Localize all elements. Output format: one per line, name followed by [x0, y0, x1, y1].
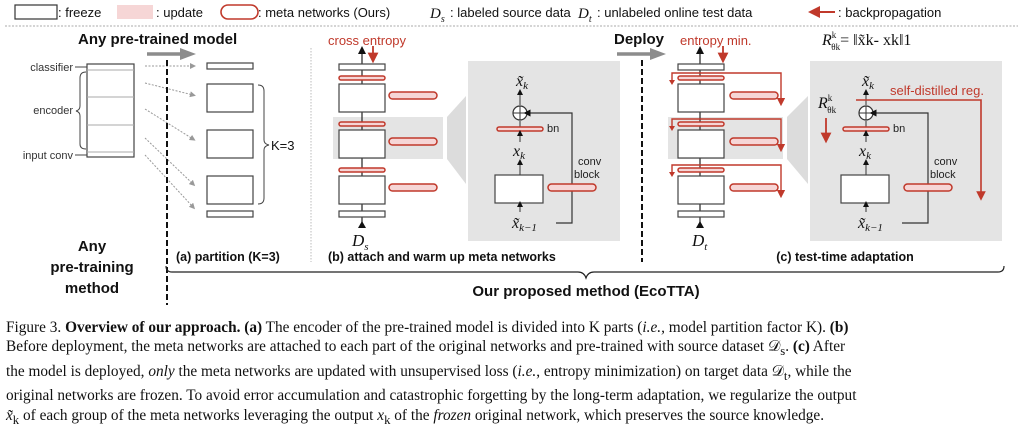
bn-label: bn	[547, 123, 559, 135]
pretraining-method-line2: pre-training	[50, 259, 133, 276]
encoder-part-3	[206, 175, 254, 205]
cross-entropy-label: cross entropy	[328, 33, 407, 48]
detail-box	[468, 61, 620, 241]
panel-a-caption: (a) partition (K=3)	[176, 250, 280, 264]
svg-text:x̃k: x̃k	[861, 73, 875, 92]
ds-input-label: Ds	[351, 231, 369, 253]
encoder-label: encoder	[33, 105, 73, 117]
deploy-label: Deploy	[614, 31, 665, 48]
panel-b-detail: x̃k bn xk x̃k−1 conv block	[494, 73, 602, 234]
caption-line-5: x̃k of each group of the meta networks l…	[6, 406, 825, 427]
update-swatch	[117, 5, 153, 19]
svg-text:block: block	[930, 169, 956, 181]
freeze-swatch	[14, 4, 58, 20]
caption-line-1: Figure 3. Overview of our approach. (a) …	[6, 319, 849, 336]
meta-bn-3	[338, 167, 386, 173]
caption-line-3: the model is deployed, only the meta net…	[6, 362, 852, 383]
detail-box-c	[810, 61, 1002, 241]
xk-tilde-out: x̃k	[515, 73, 529, 92]
detail-meta-bn	[496, 126, 544, 132]
pretraining-method-line3: method	[65, 280, 119, 297]
network-column	[86, 63, 135, 158]
panel-b-caption: (b) attach and warm up meta networks	[328, 250, 556, 264]
detail-meta-conv	[547, 183, 597, 192]
encoder-part-2	[206, 129, 254, 159]
panel-c-caption: (c) test-time adaptation	[776, 250, 914, 264]
svg-text:xk: xk	[858, 143, 872, 162]
k-label: K=3	[271, 138, 295, 153]
caption-line-2: Before deployment, the meta networks are…	[6, 338, 846, 359]
dt-symbol: Dt	[577, 6, 592, 25]
method-brace	[165, 265, 1005, 280]
meta-conv-2	[388, 137, 438, 146]
zoom-trapezoid	[447, 96, 466, 184]
meta-conv-3	[388, 183, 438, 192]
self-distilled-label: self-distilled reg.	[890, 83, 984, 98]
svg-text:x̃k−1: x̃k−1	[857, 215, 883, 234]
dt-label: : unlabeled online test data	[597, 5, 753, 20]
svg-text:bn: bn	[893, 123, 905, 135]
meta-bn-1	[338, 75, 386, 81]
input-conv-label: input conv	[23, 150, 74, 162]
ds-symbol: Ds	[429, 6, 445, 25]
pretrained-title: Any pre-trained model	[78, 31, 237, 48]
pretraining-method-line1: Any	[78, 238, 107, 255]
svg-text:conv: conv	[934, 156, 958, 168]
freeze-label: : freeze	[58, 5, 101, 20]
panel-b-warmup: cross entropy Ds x̃k bn x	[328, 33, 620, 264]
ds-label: : labeled source data	[450, 5, 571, 20]
dt-input-label: Dt	[691, 231, 708, 253]
classifier-block	[206, 62, 254, 70]
figure-diagram: : freeze : update : meta networks (Ours)…	[5, 4, 1018, 305]
meta-conv-1	[388, 91, 438, 100]
meta-swatch	[220, 4, 259, 20]
update-label: : update	[156, 5, 203, 20]
pretrained-model-panel: Any pre-trained model classifier encoder…	[23, 31, 237, 297]
backprop-label: : backpropagation	[838, 5, 941, 20]
xk-mid: xk	[512, 143, 526, 162]
encoder-part-1	[206, 83, 254, 113]
entropy-min-label: entropy min.	[680, 33, 752, 48]
caption-line-4: original networks are frozen. To avoid e…	[6, 387, 857, 405]
legend: : freeze : update : meta networks (Ours)…	[5, 4, 1018, 27]
meta-bn-2	[338, 121, 386, 127]
meta-label: : meta networks (Ours)	[258, 5, 390, 20]
input-conv-block	[206, 210, 254, 218]
figure-caption: Figure 3. Overview of our approach. (a) …	[6, 318, 1018, 430]
panel-a-partition: K=3 (a) partition (K=3)	[176, 62, 295, 264]
method-label: Our proposed method (EcoTTA)	[472, 283, 699, 300]
xk-1-in: x̃k−1	[511, 215, 537, 234]
conv-label: conv	[578, 156, 602, 168]
block-label: block	[574, 169, 600, 181]
classifier-label: classifier	[30, 62, 73, 74]
detail-conv-block	[494, 174, 544, 204]
